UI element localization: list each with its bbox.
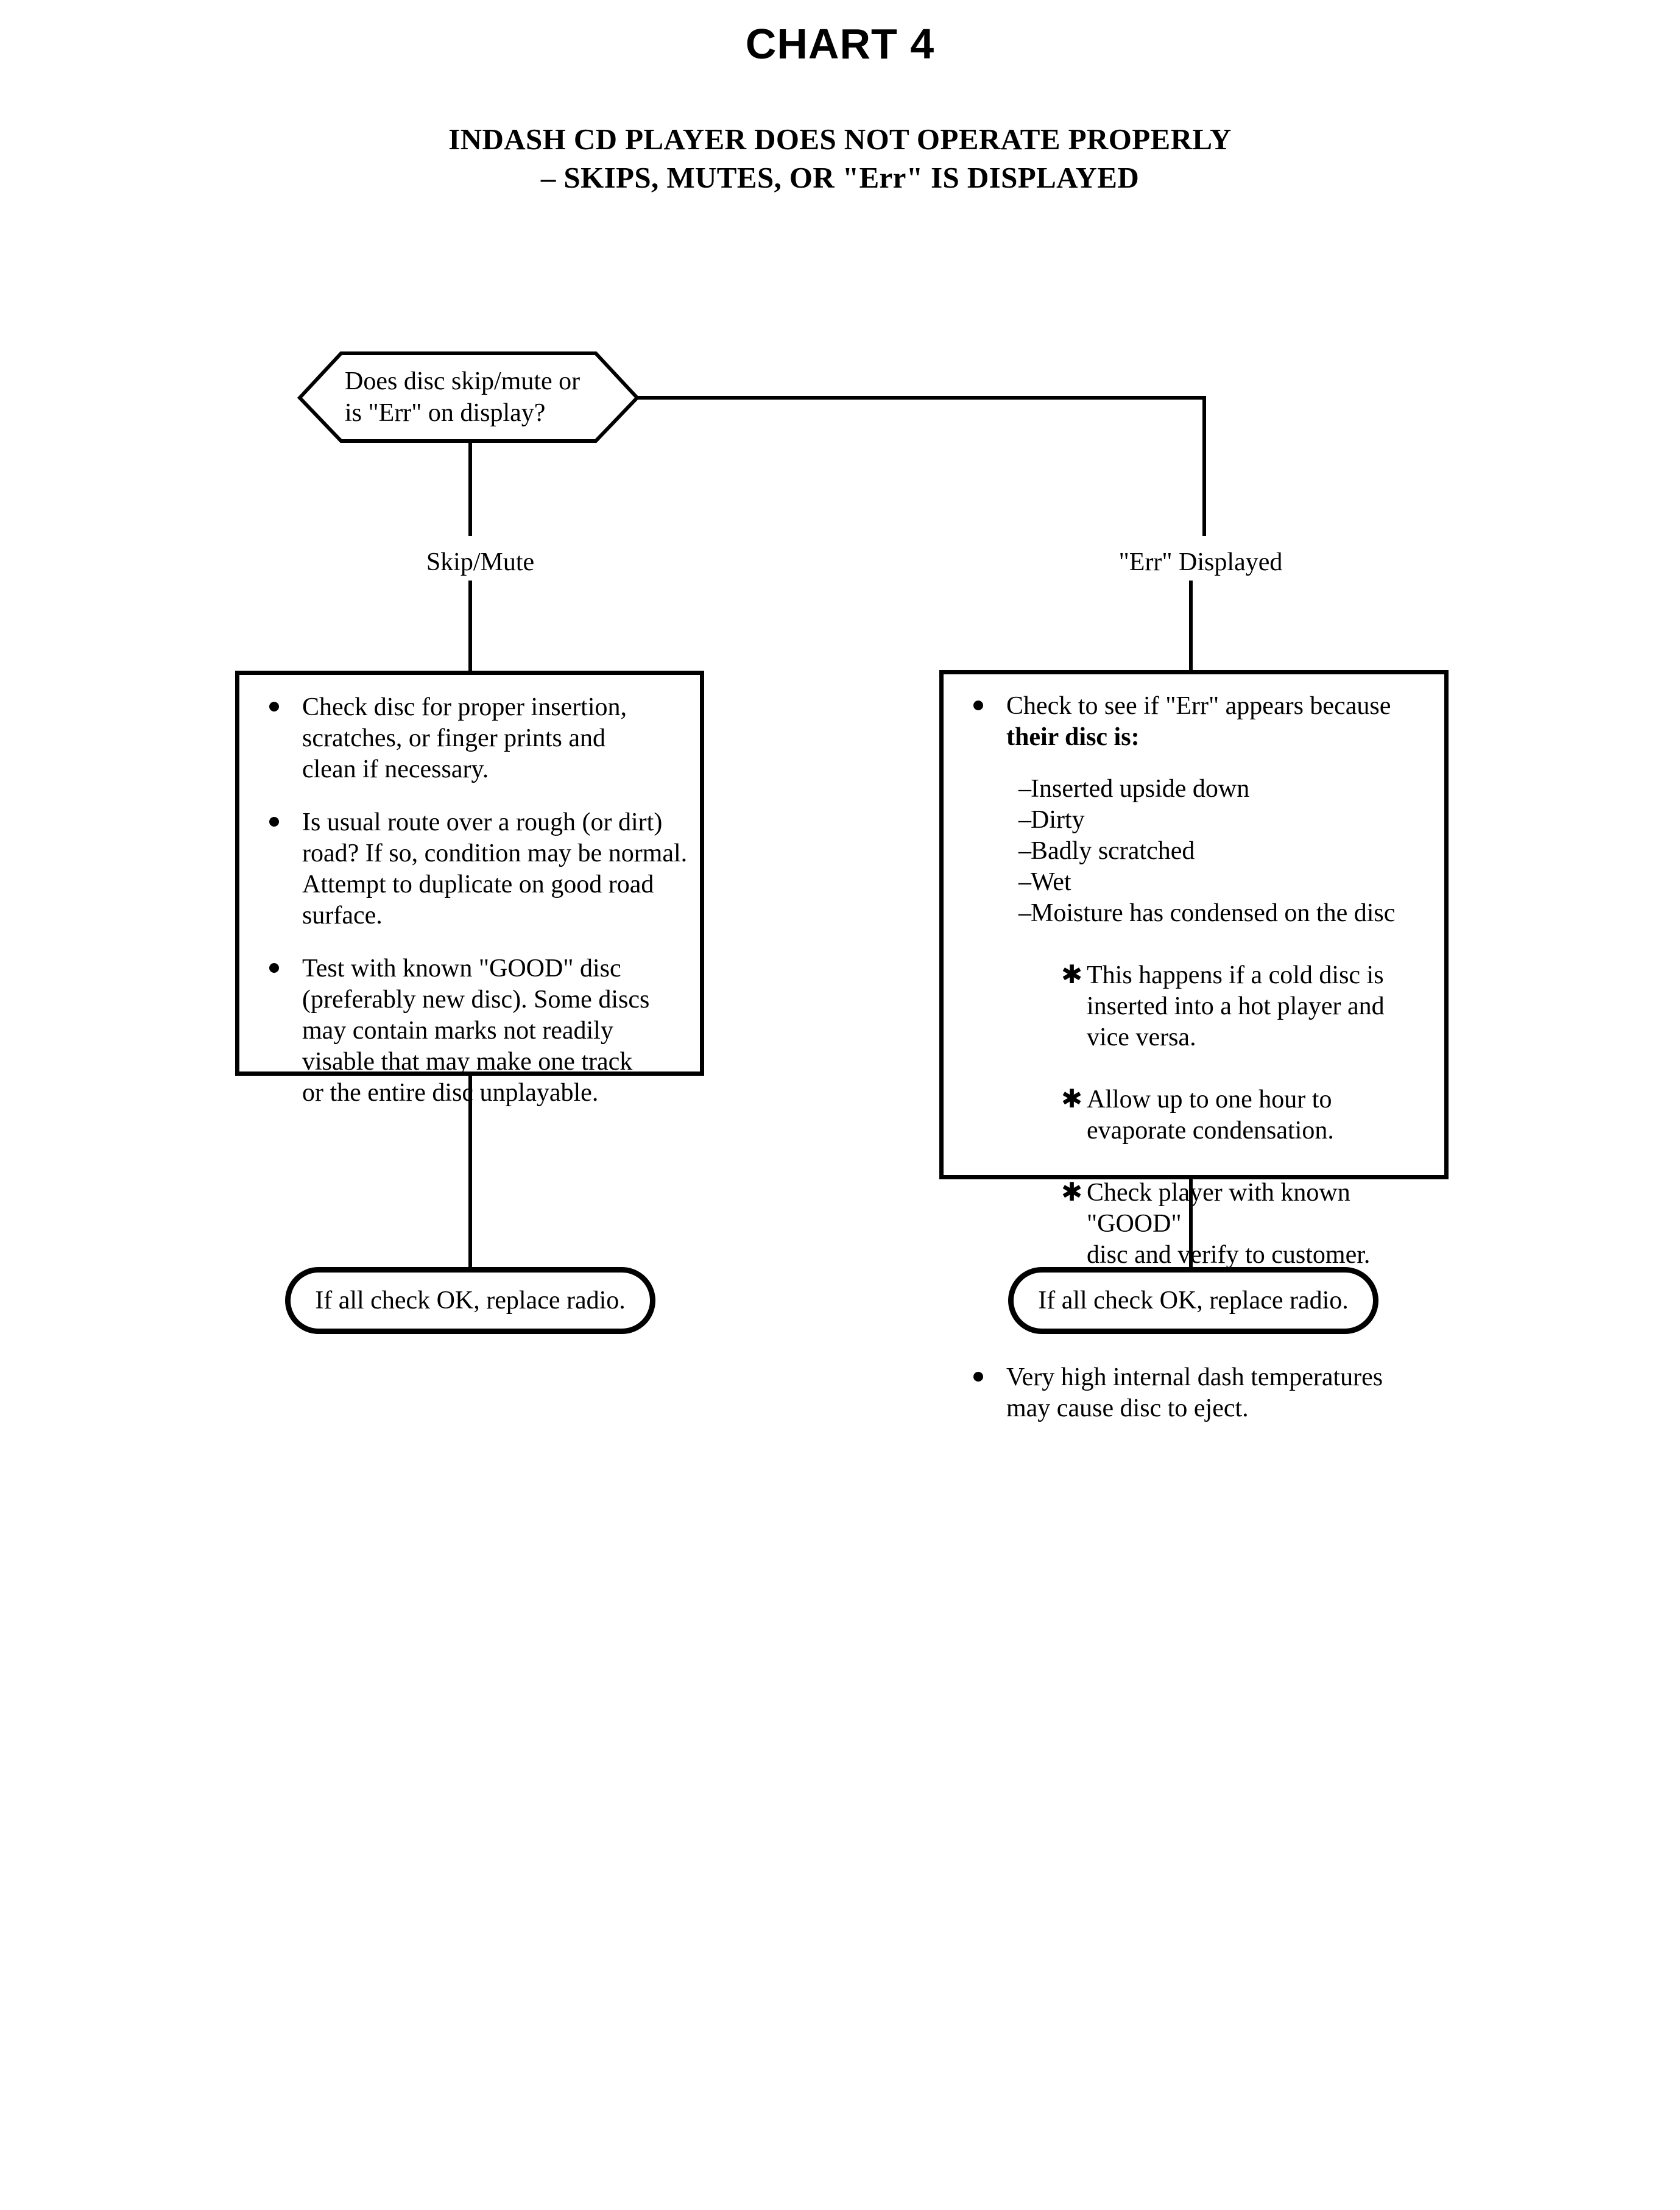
chart-subtitle: INDASH CD PLAYER DOES NOT OPERATE PROPER… (0, 121, 1680, 197)
subtitle-line-2: – SKIPS, MUTES, OR "Err" IS DISPLAYED (0, 159, 1680, 197)
dash-mark-icon: – (1018, 899, 1031, 928)
moisture-star-list: ✱This happens if a cold disc is inserted… (1018, 929, 1433, 1302)
bullet-dot-icon (973, 1372, 983, 1382)
list-item: –Badly scratched (1018, 836, 1433, 867)
left-terminator-node[interactable]: If all check OK, replace radio. (285, 1267, 655, 1334)
star-text: This happens if a cold disc is inserted … (1087, 961, 1385, 1052)
star-text: Allow up to one hour to evaporate conden… (1087, 1086, 1334, 1145)
dash-text: Wet (1031, 868, 1071, 897)
bullet-dot-icon (269, 702, 279, 711)
bullet-dot-icon (269, 817, 279, 827)
list-item: Test with known "GOOD" disc (preferably … (254, 953, 689, 1109)
bullet-text: Very high internal dash temperatures may… (1006, 1363, 1383, 1423)
list-item: –Inserted upside down (1018, 774, 1433, 805)
dash-text: Inserted upside down (1031, 775, 1250, 803)
subtitle-line-1: INDASH CD PLAYER DOES NOT OPERATE PROPER… (448, 122, 1232, 156)
list-item: –Moisture has condensed on the disc ✱Thi… (1018, 898, 1433, 1333)
edge-decision-to-right-branch (638, 396, 1206, 536)
left-box-bullet-list: Check disc for proper insertion, scratch… (239, 675, 700, 1109)
decision-line-2: is "Err" on display? (345, 399, 546, 428)
bullet-text: Is usual route over a rough (or dirt) ro… (302, 808, 688, 930)
dash-mark-icon: – (1018, 837, 1031, 866)
asterisk-icon: ✱ (1061, 1179, 1083, 1207)
list-item: Check to see if "Err" appears because th… (958, 691, 1433, 1333)
list-item: –Wet (1018, 867, 1433, 898)
dash-text: Badly scratched (1031, 837, 1195, 866)
dash-mark-icon: – (1018, 775, 1031, 803)
list-item: Very high internal dash temperatures may… (958, 1362, 1433, 1424)
list-item: ✱Allow up to one hour to evaporate conde… (1061, 1084, 1433, 1146)
branch-label-err-displayed: "Err" Displayed (1079, 544, 1322, 581)
right-terminator-node[interactable]: If all check OK, replace radio. (1008, 1267, 1378, 1334)
branch-label-skip-mute: Skip/Mute (378, 544, 583, 581)
right-process-box[interactable]: Check to see if "Err" appears because th… (939, 670, 1449, 1422)
bullet-dot-icon (269, 963, 279, 973)
bullet-text: Check disc for proper insertion, scratch… (302, 693, 627, 784)
dash-text: Dirty (1031, 806, 1085, 835)
decision-line-1: Does disc skip/mute or (345, 367, 581, 395)
star-text: Check player with known "GOOD" disc and … (1087, 1179, 1371, 1269)
bullet-text: Check to see if "Err" appears because th… (1006, 691, 1433, 753)
page-title: CHART 4 (745, 20, 935, 68)
bullet-text: Test with known "GOOD" disc (preferably … (302, 955, 650, 1107)
dash-text: Moisture has condensed on the disc (1031, 899, 1396, 928)
decision-hexagon[interactable]: Does disc skip/mute or is "Err" on displ… (297, 351, 640, 443)
list-item: –Dirty (1018, 805, 1433, 836)
decision-text: Does disc skip/mute or is "Err" on displ… (345, 365, 631, 429)
list-item: ✱This happens if a cold disc is inserted… (1061, 960, 1433, 1053)
dash-mark-icon: – (1018, 868, 1031, 897)
asterisk-icon: ✱ (1061, 961, 1083, 990)
left-process-box[interactable]: Check disc for proper insertion, scratch… (235, 671, 704, 1107)
list-item: ✱Check player with known "GOOD" disc and… (1061, 1177, 1433, 1271)
right-box-bullet-list: Check to see if "Err" appears because th… (944, 674, 1444, 1424)
hexagon-outline (297, 351, 640, 443)
subtitle-line-2-text: – SKIPS, MUTES, OR "Err" IS DISPLAYED (540, 160, 1140, 194)
bullet-bold-text: their disc is: (1006, 723, 1140, 752)
list-item: Check disc for proper insertion, scratch… (254, 692, 689, 785)
list-item: Is usual route over a rough (or dirt) ro… (254, 807, 689, 931)
dash-mark-icon: – (1018, 806, 1031, 835)
disc-condition-dash-list: –Inserted upside down –Dirty –Badly scra… (1006, 774, 1433, 1333)
terminator-text: If all check OK, replace radio. (1038, 1287, 1349, 1315)
bullet-lead-text: Check to see if "Err" appears because (1006, 692, 1391, 720)
terminator-text: If all check OK, replace radio. (315, 1287, 626, 1315)
asterisk-icon: ✱ (1061, 1086, 1083, 1114)
bullet-dot-icon (973, 701, 983, 710)
